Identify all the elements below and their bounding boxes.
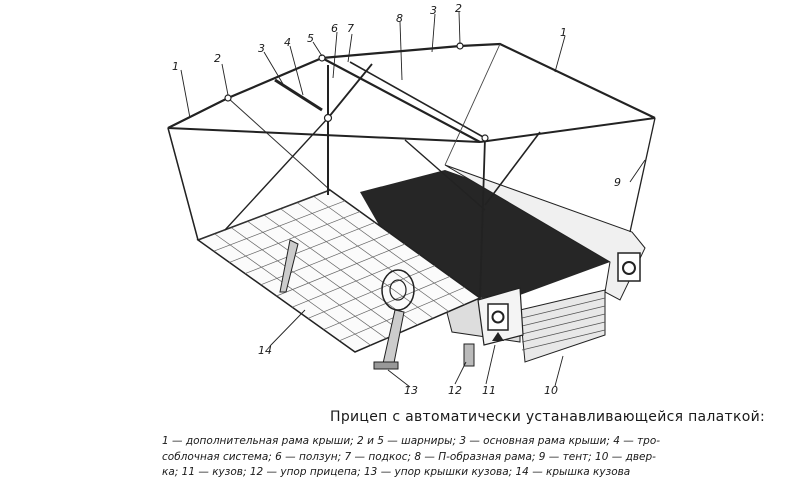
roof-frame-main — [321, 42, 656, 119]
grid-line — [323, 276, 451, 330]
grid-line — [307, 265, 436, 319]
tent-right-side — [629, 117, 656, 233]
callout-2-right: 2 — [455, 2, 462, 15]
grid-line — [229, 211, 361, 263]
grid-line — [292, 254, 421, 308]
callout-8: 8 — [396, 12, 403, 25]
callout-12: 12 — [448, 384, 462, 397]
legend-line: 1 — дополнительная рама крыши; 2 и 5 — ш… — [162, 435, 661, 447]
lamp-front-icon — [491, 310, 505, 324]
lid-support-a — [279, 239, 299, 293]
legend-line: соблочная система; 6 — ползун; 7 — подко… — [162, 450, 656, 463]
trailer-tent-diagram: 1 2 3 4 5 6 7 8 3 2 1 9 10 11 12 13 14 — [167, 2, 656, 397]
trailer-stop — [463, 343, 475, 367]
door-slats — [521, 297, 606, 351]
callout-4: 4 — [284, 36, 291, 49]
callout-10: 10 — [544, 384, 558, 397]
strut-rear — [484, 131, 541, 206]
trailer-door — [519, 289, 606, 363]
strut-diag — [404, 139, 486, 211]
strut-right — [327, 63, 373, 119]
callout-11: 11 — [482, 384, 496, 397]
hinge-icon — [224, 94, 232, 102]
lid-grid — [213, 195, 466, 346]
callout-1-left: 1 — [172, 60, 179, 73]
wheel-inner — [389, 279, 407, 301]
tent-edge — [167, 127, 199, 241]
figure-title: Прицеп с автоматически устанавливающейся… — [330, 409, 766, 425]
callout-7: 7 — [347, 22, 354, 35]
callout-3-left: 3 — [258, 42, 265, 55]
grid-line — [260, 232, 391, 286]
roof-frame-front-bar — [167, 127, 481, 143]
lamp-right-icon — [622, 261, 636, 275]
wheel — [381, 269, 415, 311]
figure-legend: 1 — дополнительная рама крыши; 2 и 5 — ш… — [162, 434, 692, 481]
callout-3-right: 3 — [430, 4, 437, 17]
callout-5: 5 — [307, 32, 314, 45]
callout-6: 6 — [331, 22, 338, 35]
callout-13: 13 — [404, 384, 418, 397]
cable-system — [274, 78, 323, 112]
grid-line — [244, 222, 376, 274]
hinge-icon — [323, 113, 333, 123]
warning-triangle-icon — [492, 332, 504, 341]
roof-frame-additional — [167, 56, 481, 143]
hinge-icon — [318, 54, 326, 62]
hinge-icon — [481, 134, 489, 142]
strut-left — [224, 117, 329, 231]
legend-line: ка; 11 — кузов; 12 — упор прицепа; 13 — … — [162, 466, 631, 478]
u-frame-post — [479, 137, 486, 299]
trailer-lamp-front — [487, 303, 509, 331]
grid-line — [213, 200, 346, 252]
grid-line — [276, 243, 406, 297]
lid-support-foot — [373, 361, 399, 370]
callout-2-left: 2 — [214, 52, 221, 65]
trailer-lamp-right — [617, 252, 641, 282]
callout-9: 9 — [614, 176, 621, 189]
callout-1-right: 1 — [560, 26, 567, 39]
tent-rear-side — [444, 43, 501, 166]
roof-frame-rear-bar — [479, 117, 656, 143]
u-frame-top — [349, 61, 486, 139]
callout-14: 14 — [258, 344, 272, 357]
leader-lines — [180, 11, 646, 388]
trailer-body-right — [444, 164, 646, 301]
